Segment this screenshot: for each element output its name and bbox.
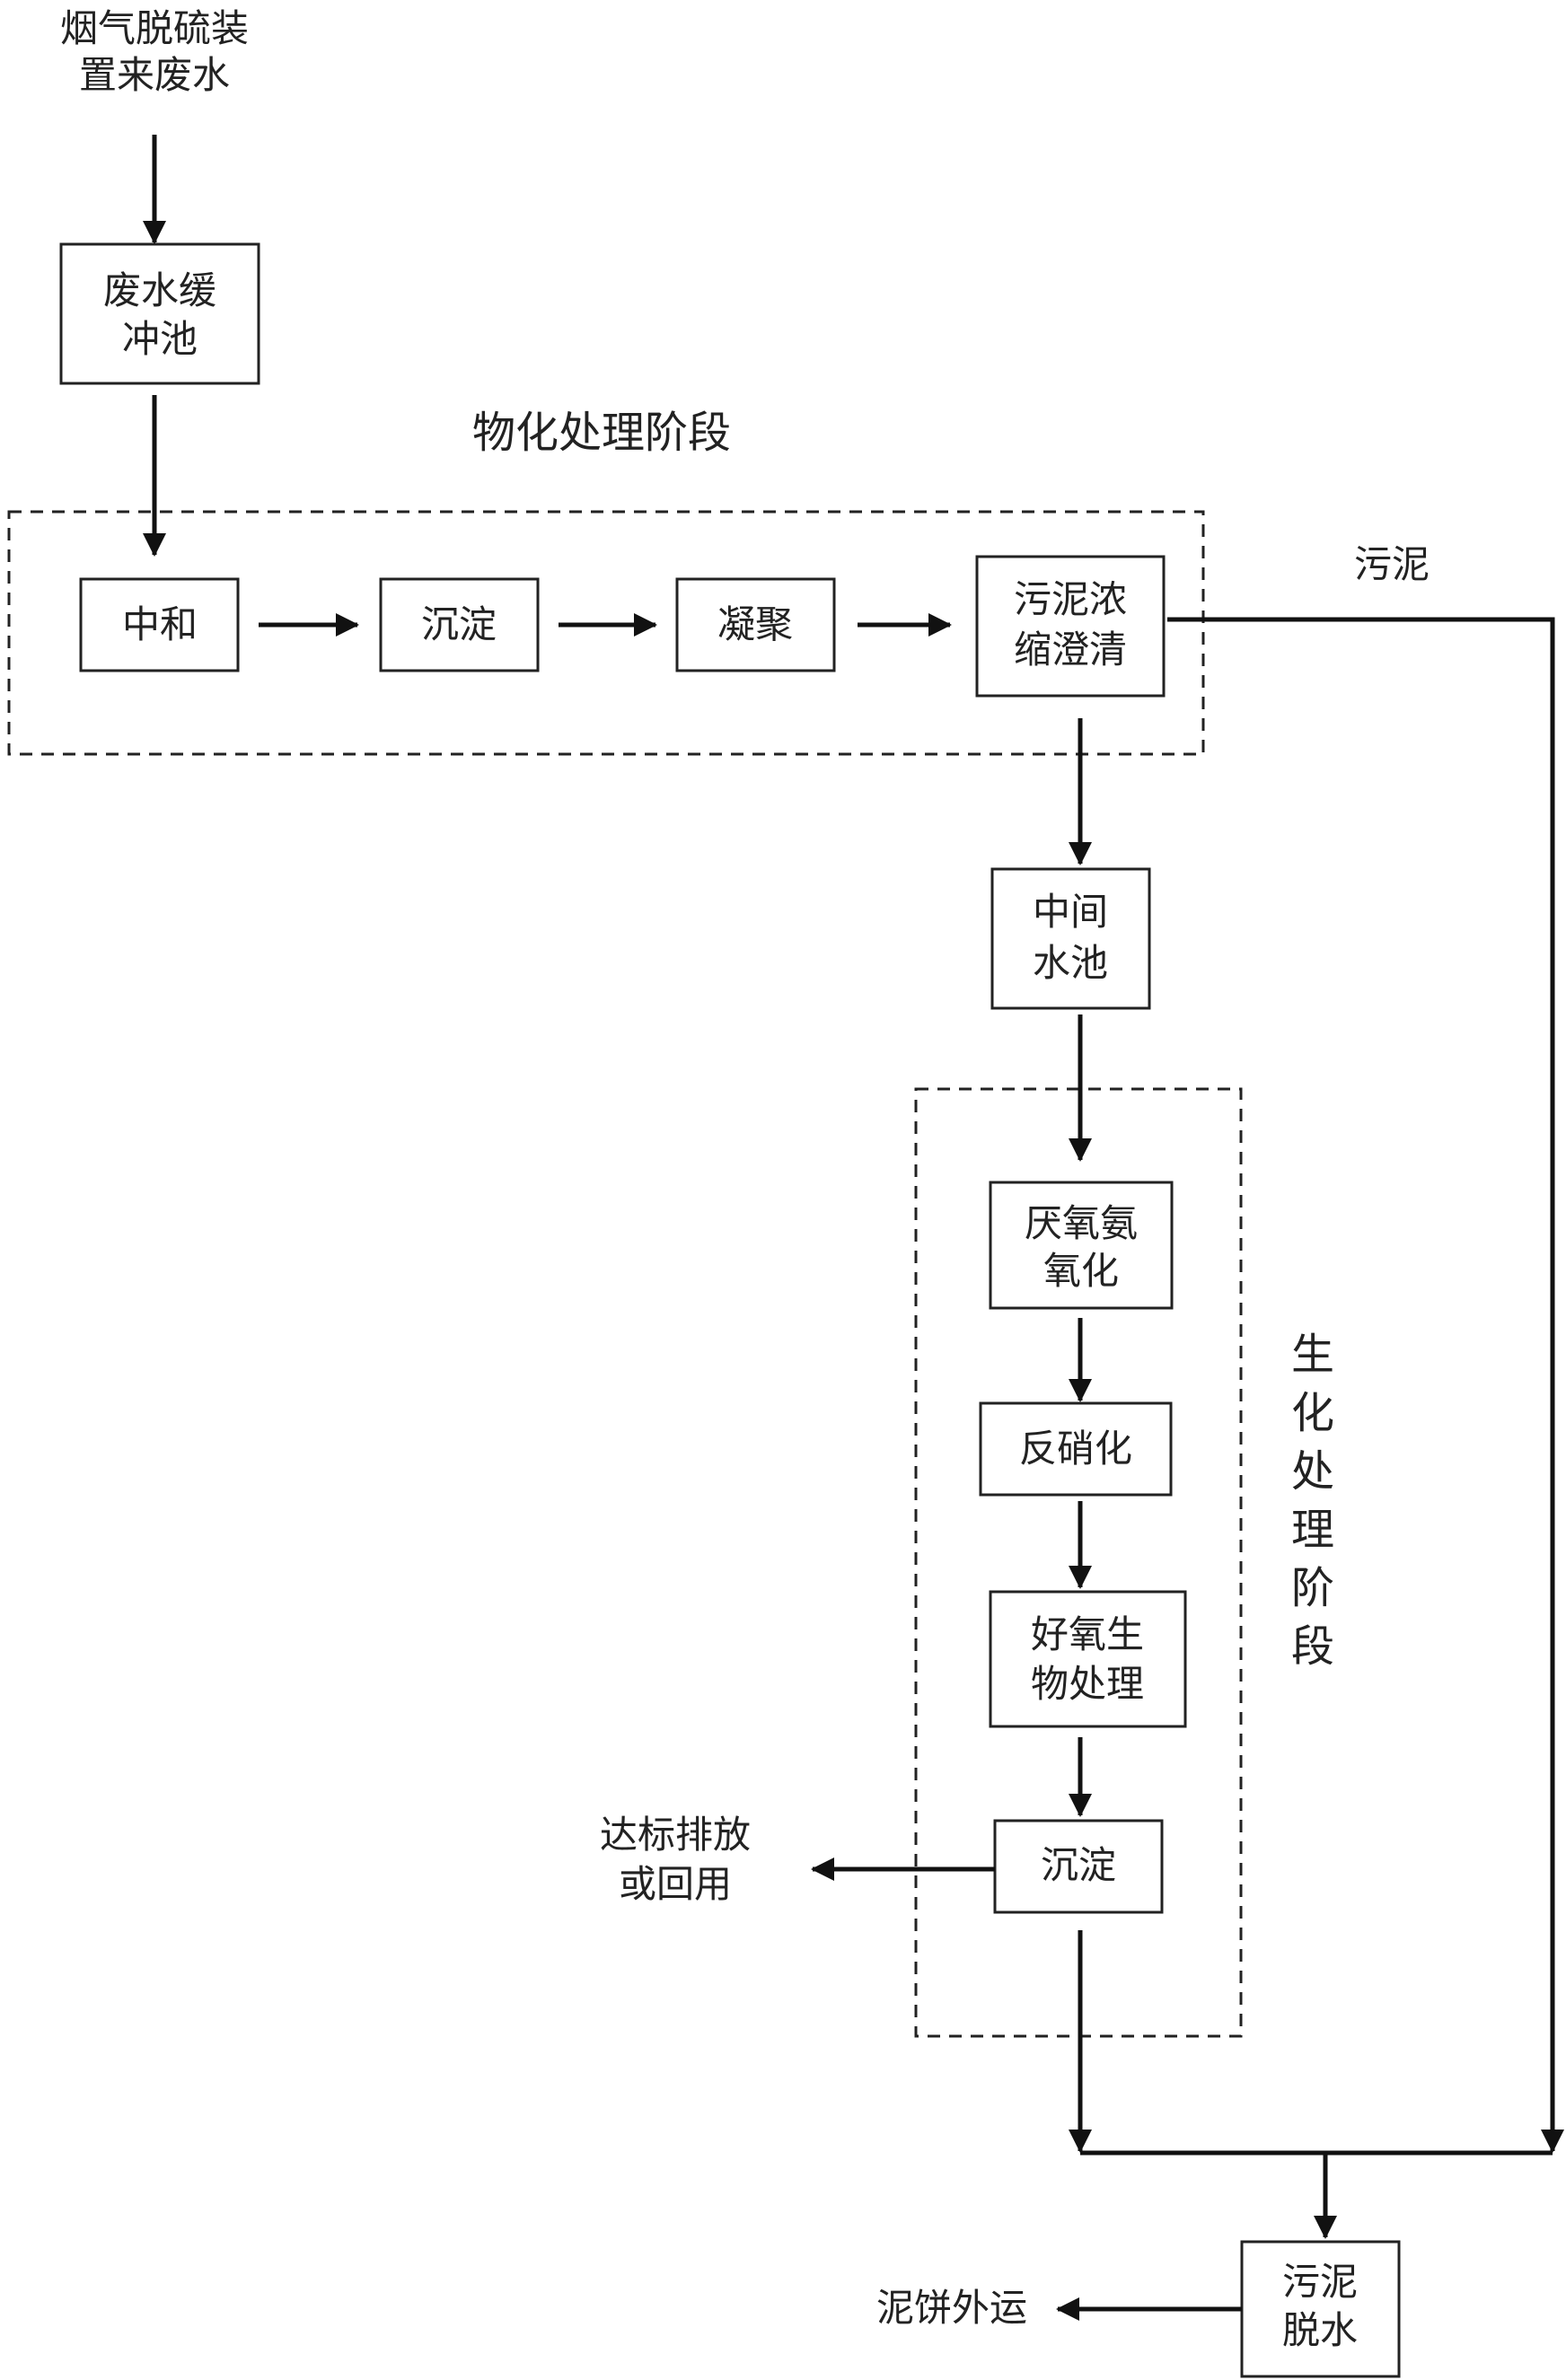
node-label-line: 厌氧氨 [1025,1201,1138,1245]
stage-bio-label-char: 段 [1291,1621,1334,1672]
discharge-label: 达标排放 或回用 [600,1813,751,1906]
source-label: 烟气脱硫装 置来废水 [60,6,249,97]
node-box [990,867,1151,1010]
discharge-label-line: 达标排放 [600,1813,751,1857]
stage-bio-label-char: 阶 [1291,1563,1334,1613]
sludge-label: 污泥 [1354,542,1430,586]
sludge-line [1167,617,1564,2153]
stage-bio-label-char: 处 [1291,1446,1334,1497]
node-dewater: 污泥 脱水 [1240,2240,1401,2378]
node-settle-2: 沉淀 [993,1819,1164,1914]
node-box [975,555,1166,698]
stage-physchem-boundary [7,510,1205,756]
cake-label: 泥饼外运 [876,2286,1027,2330]
node-buffer-tank: 废水缓 冲池 [59,242,260,385]
node-label-line: 好氧生 [1031,1612,1144,1656]
node-label-line: 沉淀 [421,602,497,646]
node-label-line: 脱水 [1282,2308,1358,2352]
node-mid-tank: 中间 水池 [990,867,1151,1010]
node-label-line: 污泥浓 [1014,577,1127,621]
node-box [79,577,240,672]
node-thicken-clarify: 污泥浓 缩澄清 [975,555,1166,698]
node-anammox: 厌氧氨 氧化 [989,1181,1174,1310]
node-box [59,242,260,385]
discharge-label-line: 或回用 [619,1862,732,1906]
node-label-line: 中间 [1033,890,1108,934]
node-label-line: 反硝化 [1019,1427,1132,1471]
node-label-line: 水池 [1033,941,1108,985]
node-label-line: 凝聚 [717,602,793,646]
node-box [989,1590,1187,1728]
node-label-line: 污泥 [1282,2260,1358,2304]
source-label-line: 置来废水 [79,53,230,97]
node-label-line: 沉淀 [1041,1843,1116,1887]
node-box [989,1181,1174,1310]
source-label-line: 烟气脱硫装 [60,6,249,50]
node-label-line: 缩澄清 [1014,628,1127,672]
node-aerobic: 好氧生 物处理 [989,1590,1187,1728]
node-label-line: 物处理 [1031,1662,1144,1706]
node-box [1240,2240,1401,2378]
stage-physchem-label: 物化处理阶段 [472,408,731,458]
node-settle-1: 沉淀 [379,577,540,672]
node-coagulate: 凝聚 [675,577,836,672]
stage-bio-label-char: 生 [1291,1330,1334,1380]
node-box [675,577,836,672]
node-neutralize: 中和 [79,577,240,672]
node-box [379,577,540,672]
stage-bio-label-char: 理 [1291,1505,1334,1555]
node-label-line: 冲池 [122,317,198,361]
connectors [143,135,1564,2321]
node-label-line: 中和 [122,602,198,646]
node-box [993,1819,1164,1914]
node-label-line: 废水缓 [103,268,216,312]
node-denitrify: 反硝化 [979,1401,1173,1497]
stage-bio-label: 生 化 处 理 阶 段 [1291,1330,1334,1672]
stage-bio-label-char: 化 [1291,1388,1334,1438]
node-box [979,1401,1173,1497]
node-label-line: 氧化 [1043,1249,1119,1293]
